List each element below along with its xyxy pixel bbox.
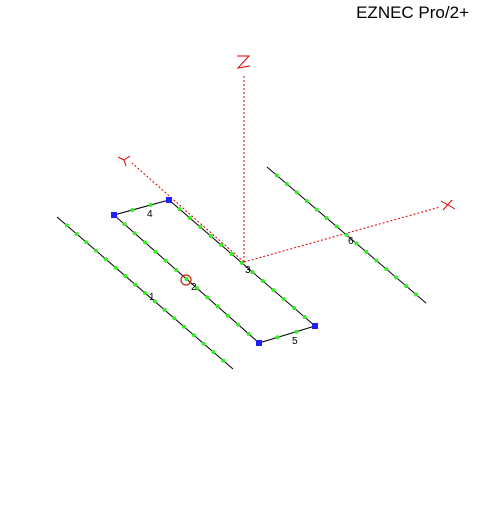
segment-node bbox=[153, 249, 158, 254]
segment-node bbox=[221, 358, 226, 363]
segment-node bbox=[334, 224, 339, 229]
wire-4-line bbox=[113, 199, 170, 216]
segment-node bbox=[148, 203, 153, 207]
segment-node bbox=[324, 216, 329, 220]
segment-node bbox=[294, 190, 299, 195]
segment-node bbox=[162, 307, 167, 312]
segment-node bbox=[152, 299, 157, 304]
wire-1[interactable] bbox=[56, 216, 234, 370]
segment-node bbox=[314, 207, 319, 212]
segment-node bbox=[394, 275, 399, 280]
segment-node bbox=[260, 279, 265, 283]
y-axis-line bbox=[131, 162, 245, 263]
segment-node bbox=[275, 335, 280, 340]
segment-node bbox=[103, 257, 108, 262]
segment-node bbox=[250, 270, 255, 274]
segment-node bbox=[274, 173, 279, 178]
wires bbox=[56, 166, 427, 370]
segment-node bbox=[133, 282, 138, 287]
segment-node bbox=[304, 199, 309, 203]
wire-5-label: 5 bbox=[292, 336, 298, 347]
segment-node bbox=[284, 182, 289, 186]
segment-node bbox=[198, 225, 203, 229]
segment-node bbox=[384, 267, 389, 271]
wire-5[interactable] bbox=[258, 325, 316, 344]
segment-node bbox=[236, 322, 241, 327]
segment-node bbox=[132, 231, 137, 236]
source-circle-icon[interactable] bbox=[180, 274, 192, 286]
segment-node bbox=[208, 234, 213, 238]
segment-node bbox=[374, 258, 379, 263]
segment-node bbox=[194, 286, 199, 291]
segment-node bbox=[163, 258, 168, 263]
segment-node bbox=[219, 243, 224, 247]
segment-node bbox=[229, 252, 234, 256]
segment-node bbox=[64, 223, 69, 228]
segment-node bbox=[364, 250, 369, 254]
wire-6-label: 6 bbox=[348, 236, 354, 247]
segment-node bbox=[143, 291, 147, 295]
segment-node bbox=[184, 277, 189, 281]
wire-4[interactable] bbox=[113, 199, 170, 216]
wire-1-label: 1 bbox=[149, 292, 155, 303]
segment-node bbox=[113, 265, 118, 270]
wire-3-label: 3 bbox=[245, 265, 251, 276]
segment-node bbox=[123, 274, 128, 279]
segment-node bbox=[177, 207, 182, 211]
segment-node bbox=[211, 350, 216, 355]
segment-node bbox=[240, 261, 244, 265]
junction-node bbox=[166, 197, 172, 203]
segment-node bbox=[74, 231, 79, 236]
wire-3[interactable] bbox=[168, 199, 316, 327]
segment-node bbox=[174, 267, 179, 272]
segment-node bbox=[294, 329, 299, 334]
junction-node bbox=[256, 340, 262, 346]
segment-node bbox=[404, 284, 409, 288]
y-axis-label bbox=[117, 155, 131, 167]
wire-4-label: 4 bbox=[147, 209, 153, 220]
segment-node bbox=[292, 306, 297, 310]
segment-node bbox=[281, 297, 286, 301]
segment-node bbox=[94, 248, 99, 253]
junction-node bbox=[312, 323, 318, 329]
junction-node bbox=[111, 212, 117, 218]
segment-node bbox=[143, 240, 148, 245]
segment-node bbox=[215, 304, 220, 309]
segment-node bbox=[172, 316, 177, 321]
segment-node bbox=[130, 208, 135, 212]
z-axis-label bbox=[236, 55, 251, 69]
segment-node bbox=[187, 216, 192, 220]
segment-node bbox=[354, 241, 359, 246]
segment-node bbox=[414, 292, 419, 297]
app-title: EZNEC Pro/2+ bbox=[356, 3, 469, 22]
x-axis-label bbox=[440, 199, 456, 211]
wire-6[interactable] bbox=[266, 166, 427, 304]
x-axis-line bbox=[243, 206, 441, 263]
segment-node bbox=[225, 313, 230, 318]
segment-node bbox=[302, 315, 307, 319]
segment-node bbox=[84, 240, 89, 245]
segment-node bbox=[344, 233, 349, 237]
wire-2-label: 2 bbox=[191, 282, 197, 293]
segment-node bbox=[201, 341, 206, 346]
segment-node bbox=[122, 222, 127, 227]
segment-node bbox=[205, 295, 210, 300]
segment-node bbox=[246, 331, 251, 336]
wire-labels: 1 2 3 4 5 6 bbox=[147, 209, 354, 347]
wire-5-line bbox=[258, 325, 316, 344]
segment-node bbox=[191, 333, 196, 338]
segment-node bbox=[182, 324, 187, 329]
segment-node bbox=[271, 288, 276, 292]
axes bbox=[117, 55, 456, 263]
wire-2[interactable] bbox=[113, 214, 260, 344]
